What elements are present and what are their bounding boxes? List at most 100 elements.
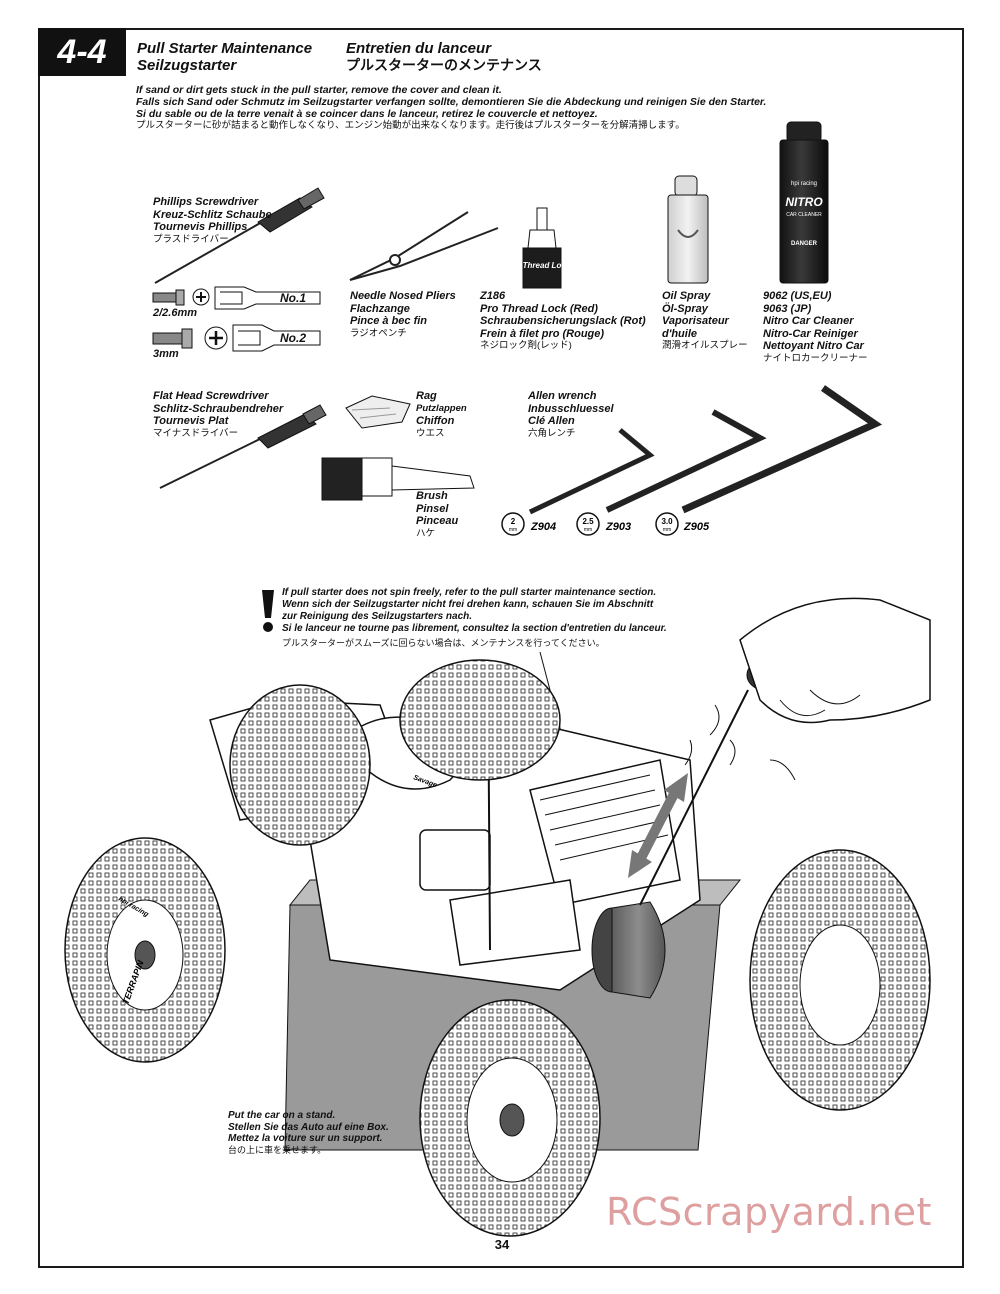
bit-no2-icon [232,324,321,352]
stand-en: Put the car on a stand. [228,1110,336,1121]
phillips-screwdriver-icon [154,187,325,284]
needle-nose-pliers-icon [349,211,499,281]
oil-spray-bottle-icon [667,175,709,284]
wheel-rear-left-icon [229,684,371,846]
stand-jp: 台の上に車を乗せます。 [228,1144,327,1155]
rag-en: Rag [416,390,437,402]
title-jp: プルスターターのメンテナンス [346,57,542,73]
rag-fr: Chiffon [416,415,455,427]
allen-unit-3: mm [663,527,671,533]
bit-no1-icon [214,286,321,310]
cleaner-jp: ナイトロカークリーナー [763,352,868,364]
cleaner-code2: 9063 (JP) [763,302,812,315]
brush-de: Pinsel [416,502,449,515]
allen-size-25: 2.5 [582,517,594,526]
intro-en: If sand or dirt gets stuck in the pull s… [136,84,502,96]
title-de: Seilzugstarter [137,57,237,74]
threadlock-code: Z186 [480,290,506,302]
screw-size-small: 2/2.6mm [153,307,198,319]
thread-lock-bottle-label: Thread Lo [523,261,562,270]
thread-lock-bottle-icon: Thread Lo [522,207,562,289]
page-number: 34 [494,1237,510,1252]
wheel-front-right-icon [419,999,601,1237]
stand-fr: Mettez la voiture sur un support. [228,1133,383,1144]
can-title: NITRO [785,195,823,209]
phillips-label: Phillips Screwdriver Kreuz-Schlitz Schau… [153,196,272,246]
bit-no1-label: No.1 [280,291,307,305]
rag-de: Putzlappen [416,402,467,414]
warning-text: If pull starter does not spin freely, re… [282,587,752,649]
hand-with-driver-icon [639,597,931,906]
cleaner-de: Nitro-Car Reiniger [763,327,858,340]
stand-instruction: Put the car on a stand. Stellen Sie das … [228,1110,458,1156]
threadlock-de: Schraubensicherungslack (Rot) [480,315,646,327]
nitro-cleaner-can-icon: hpi racing NITRO CAR CLEANER DANGER [779,121,829,284]
warning-jp: プルスターターがスムーズに回らない場合は、メンテナンスを行ってください。 [282,638,605,648]
phillips-fr: Tournevis Phillips [153,221,248,233]
warning-fr: Si le lanceur ne tourne pas librement, c… [282,623,667,634]
pull-starter-icon [591,901,666,999]
flathead-en: Flat Head Screwdriver [153,390,269,402]
watermark: RCScrapyard.net [606,1190,932,1234]
threadlock-en: Pro Thread Lock (Red) [480,302,598,315]
allen-wrench-25mm-icon [605,409,767,513]
pliers-en: Needle Nosed Pliers [350,290,456,302]
allen-wrench-3mm-icon [681,385,883,514]
brush-jp: ハケ [416,527,436,539]
cleaner-label: 9062 (US,EU) 9063 (JP) Nitro Car Cleaner… [763,290,868,365]
rag-label: Rag Putzlappen Chiffon ウエス [416,390,467,440]
can-subtitle: CAR CLEANER [786,212,822,218]
allen-de: Inbusschluessel [528,402,614,415]
oil-en: Oil Spray [662,290,711,302]
allen-label: Allen wrench Inbusschluessel Clé Allen 六… [528,390,614,440]
cleaner-fr: Nettoyant Nitro Car [763,340,864,352]
phillips-en: Phillips Screwdriver [153,196,259,208]
intro-text: If sand or dirt gets stuck in the pull s… [136,84,896,132]
threadlock-jp: ネジロック剤(レッド) [480,340,572,351]
warning-exclamation-icon [262,590,274,632]
pliers-de: Flachzange [350,302,410,315]
allen-fr: Clé Allen [528,415,575,427]
flat-head-screwdriver-icon [159,404,327,489]
title-fr: Entretien du lanceur [346,40,492,57]
phillips-jp: プラスドライバー [153,233,229,245]
intro-jp: プルスターターに砂が詰まると動作しなくなり、エンジン始動が出来なくなります。走行… [136,120,685,131]
threadlock-label: Z186 Pro Thread Lock (Red) Schraubensich… [480,290,646,353]
cleaner-code1: 9062 (US,EU) [763,290,832,302]
brush-en: Brush [416,490,448,502]
allen-size-3: 3.0 [661,517,673,526]
intro-fr: Si du sable ou de la terre venait à se c… [136,108,598,120]
flathead-fr: Tournevis Plat [153,415,229,427]
flathead-jp: マイナスドライバー [153,427,239,439]
screw-3mm-icon [152,326,228,350]
warning-de1: Wenn sich der Seilzugstarter nicht frei … [282,599,654,610]
allen-unit-25: mm [584,527,592,533]
intro-de: Falls sich Sand oder Schmutz im Seilzugs… [136,96,767,108]
allen-wrench-2mm-icon [528,428,655,515]
brush-icon [321,457,475,501]
flathead-de: Schlitz-Schraubendreher [153,402,284,415]
bit-no2-label: No.2 [280,331,307,345]
rag-icon [345,395,411,429]
oil-fr2: d'huile [662,327,698,340]
can-danger: DANGER [791,241,818,247]
rag-jp: ウエス [416,427,445,439]
pliers-label: Needle Nosed Pliers Flachzange Pince à b… [350,290,456,340]
wheel-front-left-icon [64,837,226,1063]
title-en: Pull Starter Maintenance [137,40,313,57]
pliers-fr: Pince à bec fin [350,315,428,327]
page-frame [38,28,964,1268]
oil-fr1: Vaporisateur [662,315,729,327]
wheel-rear-right-icon [399,659,561,781]
spin-direction-arrow-icon [628,773,688,878]
warning-en: If pull starter does not spin freely, re… [282,587,657,598]
pliers-jp: ラジオペンチ [350,327,407,339]
allen-code-z903: Z903 [605,521,631,533]
screw-2mm-icon [152,288,210,306]
can-brand: hpi racing [791,181,817,187]
flathead-label: Flat Head Screwdriver Schlitz-Schraubend… [153,390,283,440]
step-number-badge: 4-4 [38,28,126,76]
screw-size-large: 3mm [153,348,179,360]
oil-spray-label: Oil Spray Öl-Spray Vaporisateur d'huile … [662,290,748,353]
